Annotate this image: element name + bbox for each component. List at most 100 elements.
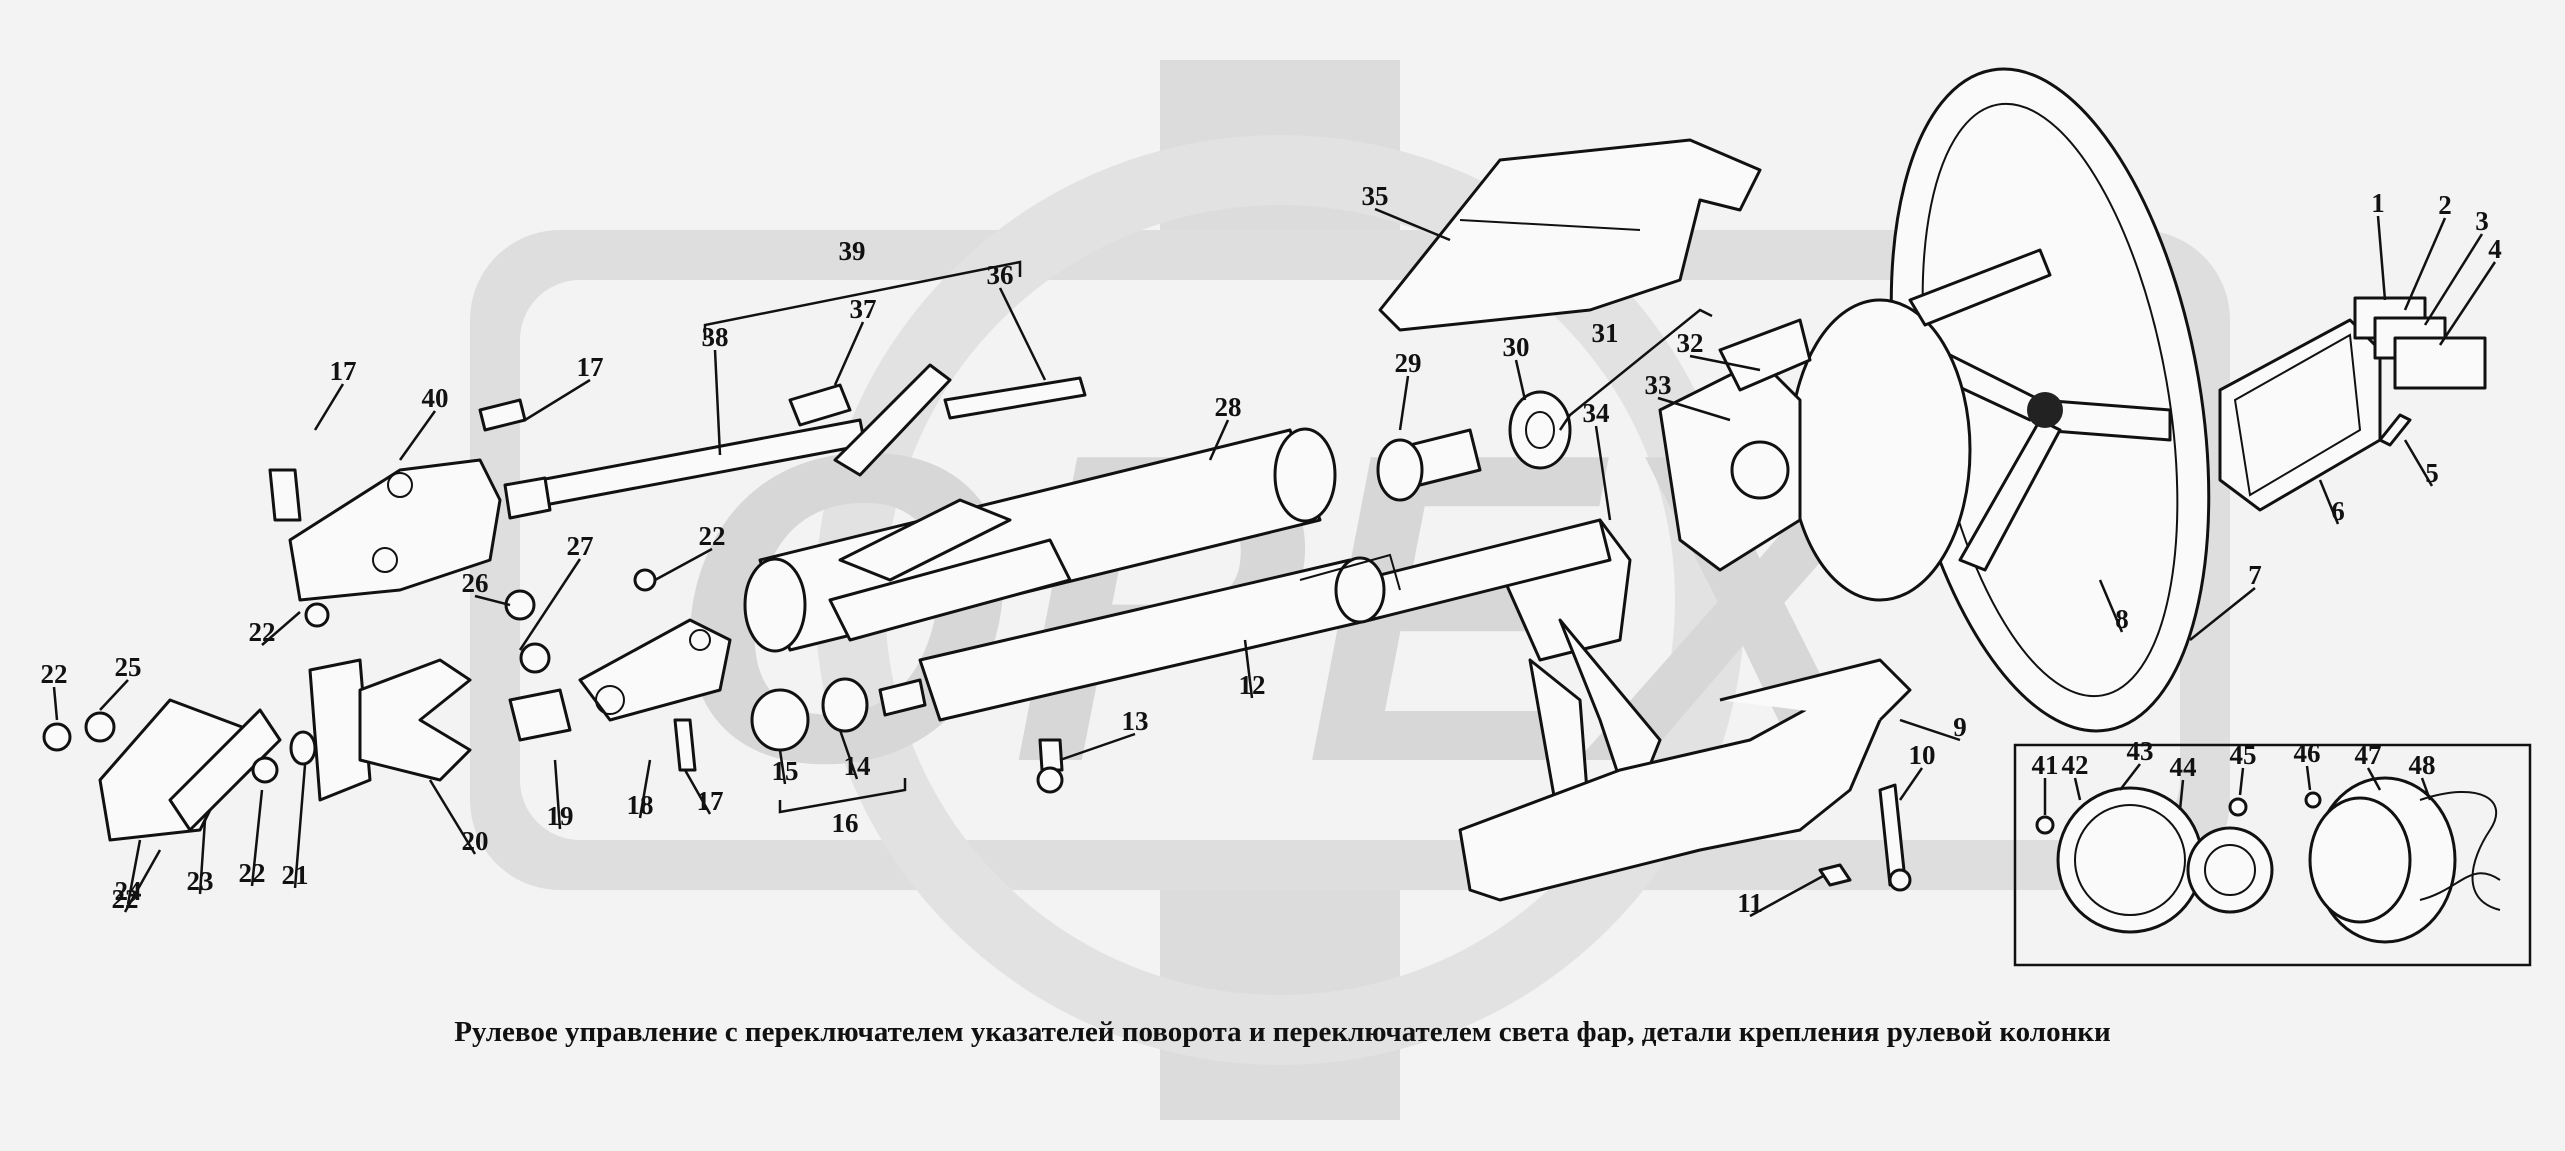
callout-14: 14 bbox=[844, 751, 871, 781]
callout-34: 34 bbox=[1583, 398, 1610, 428]
callout-19: 19 bbox=[547, 801, 574, 831]
callout-3: 3 bbox=[2475, 206, 2489, 236]
callout-32: 32 bbox=[1677, 328, 1704, 358]
leader-line-12 bbox=[1243, 639, 1254, 699]
switch-assembly bbox=[1498, 318, 1812, 832]
upper-shroud bbox=[1378, 138, 1762, 332]
leader-line-32 bbox=[1689, 354, 1761, 372]
callout-40: 40 bbox=[422, 383, 449, 413]
lower-shaft bbox=[503, 363, 1087, 520]
callout-36: 36 bbox=[987, 260, 1014, 290]
callout-17: 17 bbox=[330, 356, 357, 386]
group-brackets bbox=[703, 260, 1713, 814]
leader-line-19 bbox=[553, 759, 562, 830]
leader-line-22 bbox=[654, 547, 713, 582]
callout-20: 20 bbox=[462, 826, 489, 856]
callout-28: 28 bbox=[1215, 392, 1242, 422]
mounting-bracket bbox=[42, 658, 472, 842]
figure-caption: Рулевое управление с переключателем указ… bbox=[454, 1016, 2111, 1048]
callout-33: 33 bbox=[1645, 370, 1672, 400]
callout-21: 21 bbox=[282, 860, 309, 890]
callout-22: 22 bbox=[112, 884, 139, 914]
callout-23: 23 bbox=[187, 866, 214, 896]
callout-38: 38 bbox=[702, 322, 729, 352]
leader-lines bbox=[52, 207, 2497, 918]
callout-45: 45 bbox=[2230, 740, 2257, 770]
leader-line-46 bbox=[2305, 765, 2312, 791]
leader-line-6 bbox=[2318, 479, 2340, 525]
bolts bbox=[1818, 783, 1912, 892]
lower-shroud bbox=[1458, 658, 1912, 902]
callout-48: 48 bbox=[2409, 750, 2436, 780]
column-tube bbox=[743, 427, 1337, 653]
callout-7: 7 bbox=[2248, 560, 2262, 590]
leader-line-42 bbox=[2073, 777, 2082, 801]
leader-line-8 bbox=[2098, 579, 2124, 633]
leader-line-17 bbox=[524, 378, 591, 422]
leader-line-10 bbox=[1898, 767, 1924, 801]
callout-46: 46 bbox=[2294, 738, 2321, 768]
leader-line-4 bbox=[2438, 261, 2497, 346]
callout-16: 16 bbox=[832, 808, 859, 838]
callout-5: 5 bbox=[2425, 458, 2439, 488]
callout-35: 35 bbox=[1362, 181, 1389, 211]
callout-42: 42 bbox=[2062, 750, 2089, 780]
leader-line-43 bbox=[2119, 763, 2141, 791]
leader-line-22 bbox=[250, 789, 264, 887]
leader-line-25 bbox=[99, 679, 129, 711]
leader-line-36 bbox=[998, 287, 1047, 381]
callout-26: 26 bbox=[462, 568, 489, 598]
callout-47: 47 bbox=[2355, 740, 2382, 770]
callout-27: 27 bbox=[567, 531, 594, 561]
callout-22: 22 bbox=[41, 659, 68, 689]
leader-line-13 bbox=[1059, 732, 1136, 762]
leader-line-17 bbox=[313, 383, 345, 431]
leader-line-38 bbox=[713, 349, 722, 456]
callout-39: 39 bbox=[839, 236, 866, 266]
callout-30: 30 bbox=[1503, 332, 1530, 362]
callout-10: 10 bbox=[1909, 740, 1936, 770]
leader-line-22 bbox=[52, 686, 59, 721]
leader-line-20 bbox=[428, 779, 477, 855]
callout-6: 6 bbox=[2331, 496, 2345, 526]
callout-8: 8 bbox=[2115, 604, 2129, 634]
leader-line-5 bbox=[2403, 439, 2434, 487]
callout-22: 22 bbox=[239, 858, 266, 888]
leader-line-17 bbox=[683, 769, 712, 815]
callout-12: 12 bbox=[1239, 670, 1266, 700]
leader-line-33 bbox=[1657, 396, 1731, 422]
leader-line-27 bbox=[518, 558, 582, 651]
callout-9: 9 bbox=[1953, 712, 1967, 742]
inset-box bbox=[2013, 743, 2532, 967]
switch-parts bbox=[2353, 296, 2487, 447]
leader-line-40 bbox=[398, 410, 437, 461]
callout-44: 44 bbox=[2170, 752, 2197, 782]
callout-17: 17 bbox=[577, 352, 604, 382]
leader-line-23 bbox=[198, 819, 207, 895]
leader-line-37 bbox=[833, 321, 865, 386]
column-upper bbox=[1358, 390, 1612, 622]
callout-15: 15 bbox=[772, 756, 799, 786]
callout-11: 11 bbox=[1737, 888, 1763, 918]
leader-line-22 bbox=[261, 611, 301, 646]
leader-line-3 bbox=[2423, 233, 2484, 326]
leader-line-45 bbox=[2238, 767, 2245, 796]
callout-17: 17 bbox=[697, 786, 724, 816]
horn-pad bbox=[2218, 318, 2382, 512]
leader-line-9 bbox=[1899, 718, 1961, 742]
leader-line-35 bbox=[1374, 207, 1451, 242]
leader-line-15 bbox=[778, 749, 787, 785]
callout-22: 22 bbox=[249, 617, 276, 647]
leader-line-30 bbox=[1514, 359, 1527, 401]
leader-line-22 bbox=[123, 849, 162, 913]
callout-22: 22 bbox=[699, 521, 726, 551]
leader-line-11 bbox=[1749, 873, 1826, 918]
callout-24: 24 bbox=[115, 876, 142, 906]
leader-line-47 bbox=[2366, 767, 2382, 791]
callout-43: 43 bbox=[2127, 736, 2154, 766]
callout-18: 18 bbox=[627, 790, 654, 820]
column-housing bbox=[918, 553, 1401, 722]
steering-wheel bbox=[1788, 67, 2211, 733]
